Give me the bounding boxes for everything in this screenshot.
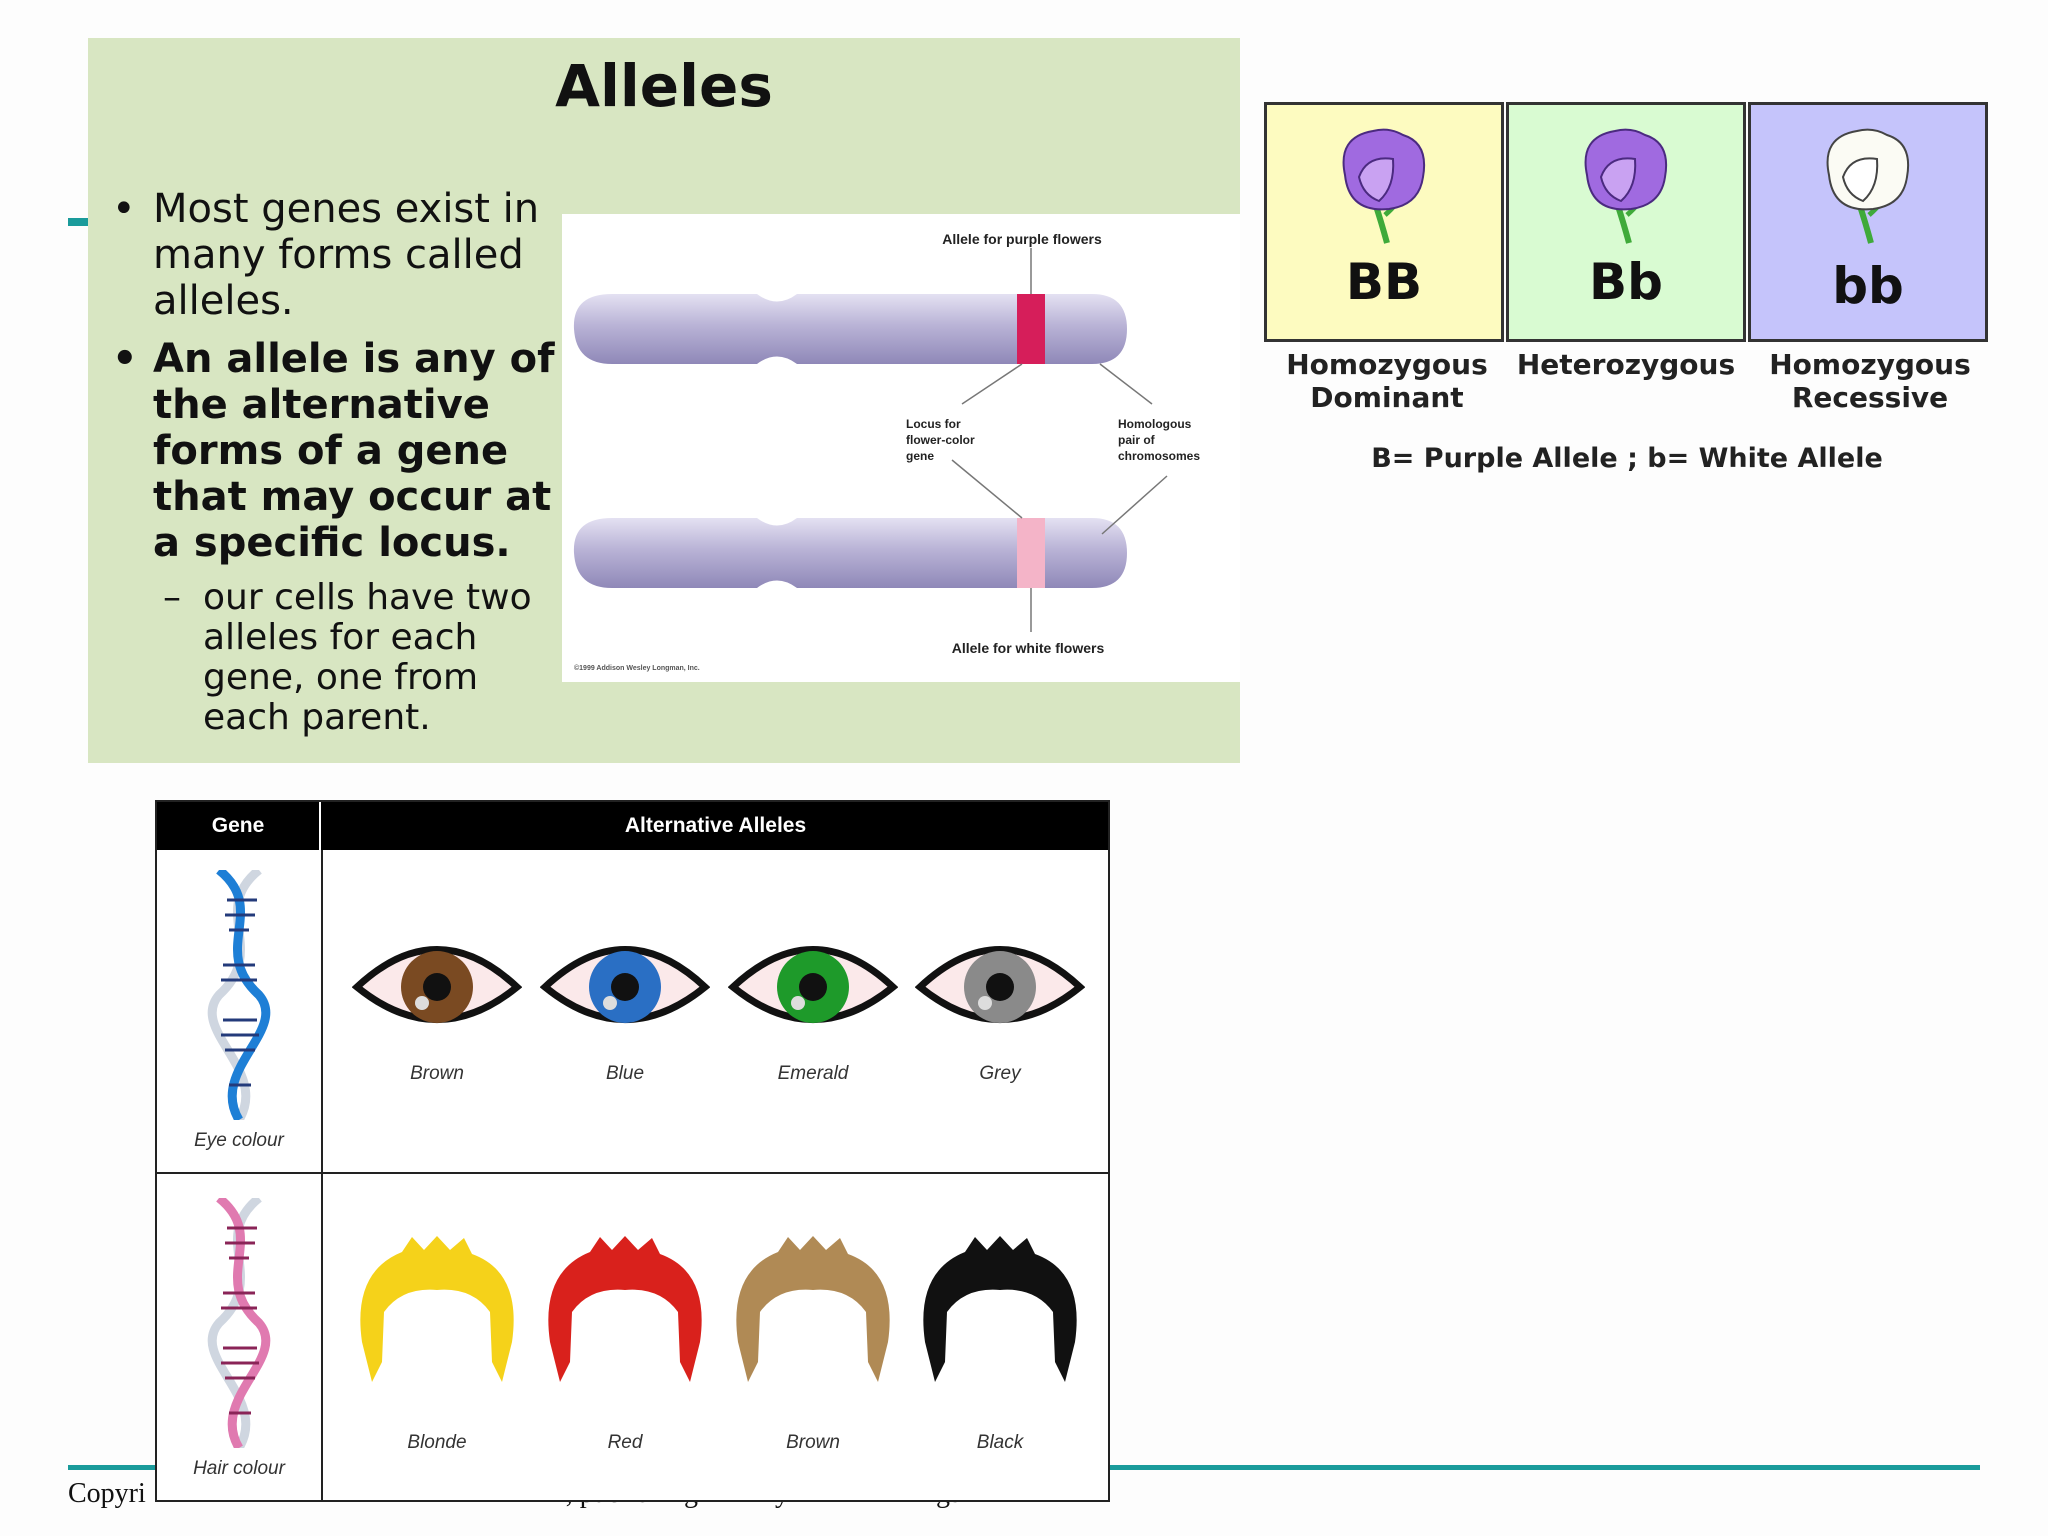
allele-label: Red xyxy=(607,1432,643,1453)
purple-flower-icon xyxy=(1342,128,1425,244)
bullet-item: • Most genes exist in many forms called … xyxy=(108,186,563,324)
allele-label: Blue xyxy=(605,1063,645,1084)
gene-label: Eye colour xyxy=(194,1130,284,1151)
genotype-description: Heterozygous xyxy=(1516,348,1736,381)
allele-label: Grey xyxy=(979,1063,1021,1084)
genotype-label: bb xyxy=(1832,257,1904,315)
eye-emerald-icon xyxy=(727,937,899,1041)
purple-allele-band xyxy=(1017,294,1045,364)
allele-label: Blonde xyxy=(407,1432,467,1453)
allele-key-caption: B= Purple Allele ; b= White Allele xyxy=(1371,443,1883,474)
bullet-dot-icon: • xyxy=(112,186,136,232)
genotype-description: Homozygous Dominant xyxy=(1286,348,1488,414)
white-flower-icon xyxy=(1826,128,1909,244)
genotype-label: BB xyxy=(1345,253,1423,311)
bullet-item: • An allele is any of the alternative fo… xyxy=(108,336,563,566)
chromosome-diagram: Allele for purple flowers Locus for flow… xyxy=(562,214,1240,682)
dna-helix-blue-icon xyxy=(207,870,271,1120)
pea-box-bb-dominant: BB xyxy=(1264,102,1504,342)
pea-genotype-panel: BB Bb bb Homozygous Dominant Heterozygou… xyxy=(1262,100,1992,480)
header-alternatives: Alternative Alleles xyxy=(624,814,807,837)
dash-icon: – xyxy=(163,577,181,618)
bullet-list: • Most genes exist in many forms called … xyxy=(108,186,563,738)
hair-blonde-icon xyxy=(352,1232,522,1406)
white-allele-band xyxy=(1017,518,1045,588)
bullet-dot-icon: • xyxy=(112,336,138,382)
bullet-text: Most genes exist in many forms called al… xyxy=(153,186,540,324)
hair-black-icon xyxy=(915,1232,1085,1406)
eye-blue-icon xyxy=(539,937,711,1041)
column-divider xyxy=(321,850,323,1500)
gene-label: Hair colour xyxy=(193,1458,285,1479)
allele-label: Brown xyxy=(410,1063,464,1084)
pea-box-heterozygous: Bb xyxy=(1506,102,1746,342)
homologous-label: Homologous pair of chromosomes xyxy=(1118,417,1200,463)
header-gene: Gene xyxy=(157,802,321,850)
row-divider xyxy=(157,1172,1108,1174)
purple-allele-label: Allele for purple flowers xyxy=(942,231,1102,247)
pea-box-bb-recessive: bb xyxy=(1748,102,1988,342)
dna-helix-pink-icon xyxy=(207,1198,271,1448)
bullet-text: An allele is any of the alternative form… xyxy=(153,336,555,566)
copyright-label: ©1999 Addison Wesley Longman, Inc. xyxy=(574,664,700,672)
slide-accent-tick xyxy=(68,218,90,226)
table-header: Gene Alternative Alleles xyxy=(157,802,1108,850)
chromosome-illustration: Allele for purple flowers Locus for flow… xyxy=(573,231,1200,672)
purple-flower-icon xyxy=(1584,128,1667,244)
allele-label: Emerald xyxy=(777,1063,849,1084)
white-allele-label: Allele for white flowers xyxy=(952,640,1105,656)
eye-brown-icon xyxy=(351,937,523,1041)
sub-bullet-item: – our cells have two alleles for each ge… xyxy=(108,578,563,738)
alternative-alleles-table: Gene Alternative Alleles Eye colour Brow… xyxy=(155,800,1110,1502)
hair-red-icon xyxy=(540,1232,710,1406)
bottom-chromosome xyxy=(573,518,1127,588)
genotype-description: Homozygous Recessive xyxy=(1769,348,1971,414)
eye-grey-icon xyxy=(914,937,1086,1041)
sub-bullet-text: our cells have two alleles for each gene… xyxy=(203,577,532,738)
genotype-label: Bb xyxy=(1589,253,1663,311)
hair-brown-icon xyxy=(728,1232,898,1406)
allele-label: Brown xyxy=(786,1432,840,1453)
locus-label: Locus for flower-color gene xyxy=(906,417,978,463)
allele-label: Black xyxy=(976,1432,1024,1453)
top-chromosome xyxy=(573,294,1127,364)
slide-title: Alleles xyxy=(555,52,773,120)
